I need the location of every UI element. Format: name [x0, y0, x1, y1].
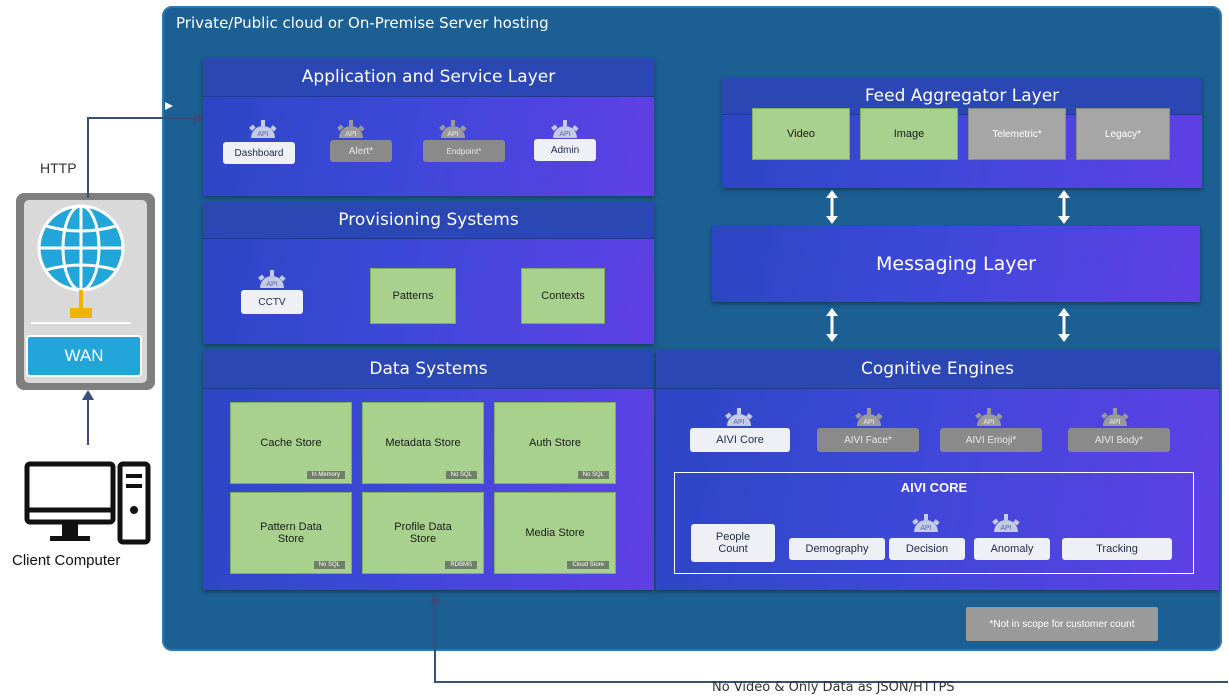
- store-tag: No SQL: [445, 471, 477, 479]
- contexts-box[interactable]: Contexts: [521, 268, 605, 324]
- app-layer-panel: Application and Service Layer: [203, 58, 654, 196]
- aivi-core-box: [674, 472, 1194, 574]
- client-to-wan-arrow: [82, 390, 94, 445]
- messaging-layer: Messaging Layer: [712, 226, 1200, 302]
- aivi-core-api[interactable]: AIVI Core: [690, 428, 790, 452]
- cache-store[interactable]: Cache Store In Memory: [230, 402, 352, 484]
- app-layer-title: Application and Service Layer: [203, 58, 654, 97]
- client-computer-label: Client Computer: [12, 552, 121, 569]
- store-label: Cache Store: [260, 437, 322, 449]
- double-arrow-icon: [826, 190, 838, 224]
- telemetric-feed[interactable]: Telemetric*: [968, 108, 1066, 160]
- double-arrow-icon: [1058, 308, 1070, 342]
- computer-icon: [24, 461, 151, 545]
- api-gear-icon: API: [912, 514, 940, 532]
- api-gear-icon: API: [249, 120, 277, 138]
- alert-api[interactable]: Alert*: [330, 140, 392, 162]
- dashboard-api[interactable]: Dashboard: [223, 142, 295, 164]
- data-flow-label: No Video & Only Data as JSON/HTTPS: [712, 680, 955, 695]
- store-tag: No SQL: [313, 561, 345, 569]
- svg-text:API: API: [559, 131, 570, 138]
- media-store[interactable]: Media Store Cloud Store: [494, 492, 616, 574]
- store-tag: RDBMS: [445, 561, 477, 569]
- store-label: Media Store: [525, 527, 585, 539]
- endpoint-api[interactable]: Endpoint*: [423, 140, 505, 162]
- http-connector: [87, 112, 206, 198]
- image-feed[interactable]: Image: [860, 108, 958, 160]
- svg-text:API: API: [1109, 419, 1120, 426]
- double-arrow-icon: [1058, 190, 1070, 224]
- store-label: Pattern Data Store: [260, 521, 322, 545]
- legacy-feed[interactable]: Legacy*: [1076, 108, 1170, 160]
- api-gear-icon: API: [337, 120, 365, 138]
- profile-data-store[interactable]: Profile Data Store RDBMS: [362, 492, 484, 574]
- store-tag: In Memory: [306, 471, 345, 479]
- data-return-connector: [429, 593, 1228, 683]
- api-gear-icon: API: [725, 408, 753, 426]
- entry-arrowhead: [165, 102, 173, 110]
- svg-text:API: API: [257, 131, 268, 138]
- auth-store[interactable]: Auth Store No SQL: [494, 402, 616, 484]
- provisioning-title: Provisioning Systems: [203, 202, 654, 239]
- svg-text:API: API: [447, 131, 458, 138]
- anomaly-module[interactable]: Anomaly: [974, 538, 1050, 560]
- http-label: HTTP: [40, 160, 77, 176]
- api-gear-icon: API: [992, 514, 1020, 532]
- store-label: Metadata Store: [385, 437, 461, 449]
- aivi-emoji-api[interactable]: AIVI Emoji*: [940, 428, 1042, 452]
- store-tag: No SQL: [577, 471, 609, 479]
- store-label: Profile Data Store: [394, 521, 452, 545]
- svg-text:API: API: [733, 419, 744, 426]
- cctv-api[interactable]: CCTV: [241, 290, 303, 314]
- aivi-face-api[interactable]: AIVI Face*: [817, 428, 919, 452]
- api-gear-icon: API: [855, 408, 883, 426]
- aivi-body-api[interactable]: AIVI Body*: [1068, 428, 1170, 452]
- double-arrow-icon: [826, 308, 838, 342]
- data-systems-title: Data Systems: [203, 350, 654, 389]
- tracking-module[interactable]: Tracking: [1062, 538, 1172, 560]
- svg-text:API: API: [1000, 525, 1011, 532]
- cognitive-title: Cognitive Engines: [656, 350, 1219, 389]
- svg-text:API: API: [863, 419, 874, 426]
- admin-api[interactable]: Admin: [534, 139, 596, 161]
- demography-module[interactable]: Demography: [789, 538, 885, 560]
- store-label: Auth Store: [529, 437, 581, 449]
- svg-text:API: API: [983, 419, 994, 426]
- pattern-data-store[interactable]: Pattern Data Store No SQL: [230, 492, 352, 574]
- patterns-box[interactable]: Patterns: [370, 268, 456, 324]
- api-gear-icon: API: [551, 120, 579, 138]
- scope-note: *Not in scope for customer count: [966, 607, 1158, 641]
- metadata-store[interactable]: Metadata Store No SQL: [362, 402, 484, 484]
- decision-module[interactable]: Decision: [889, 538, 965, 560]
- globe-icon: [31, 204, 131, 324]
- wan-box: WAN: [26, 335, 142, 377]
- hosting-title: Private/Public cloud or On-Premise Serve…: [176, 14, 549, 32]
- aivi-core-title: AIVI CORE: [900, 480, 968, 495]
- video-feed[interactable]: Video: [752, 108, 850, 160]
- svg-text:API: API: [345, 131, 356, 138]
- api-gear-icon: API: [975, 408, 1003, 426]
- api-gear-icon: API: [258, 270, 286, 288]
- api-gear-icon: API: [439, 120, 467, 138]
- svg-text:API: API: [266, 281, 277, 288]
- store-tag: Cloud Store: [567, 561, 609, 569]
- api-gear-icon: API: [1101, 408, 1129, 426]
- svg-text:API: API: [920, 525, 931, 532]
- people-count-module[interactable]: People Count: [691, 524, 775, 562]
